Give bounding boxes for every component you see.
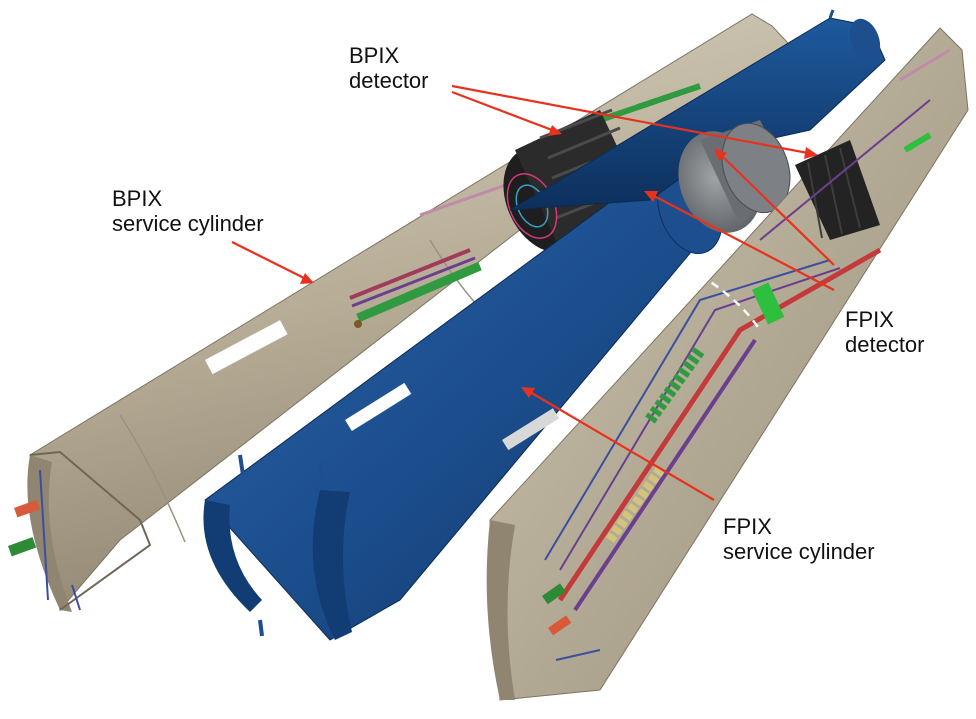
fpix-detector-label: FPIX detector	[845, 307, 925, 357]
bpix-service-cylinder-label-line2: service cylinder	[112, 211, 264, 236]
fpix-service-cylinder-label-line2: service cylinder	[723, 539, 875, 564]
fpix-detector-arrow-upper	[714, 148, 835, 266]
fpix-service-cylinder-arrow	[521, 387, 715, 501]
bpix-cable-bundle	[349, 83, 701, 328]
bpix-service-cylinder-label-line1: BPIX	[112, 186, 163, 211]
label-arrows	[231, 84, 835, 501]
fpix-detector-label-line1: FPIX	[845, 307, 894, 332]
fpix-end-connectors	[541, 583, 601, 661]
bpix-service-cylinder-arrow	[231, 241, 314, 284]
fpix-service-cylinder-label-line1: FPIX	[723, 514, 772, 539]
bpix-end-connectors	[7, 469, 81, 611]
bpix-detector-arrow-left	[451, 90, 562, 136]
fpix-service-cylinder-label: FPIX service cylinder	[723, 514, 875, 564]
bpix-detector-label-line2: detector	[349, 68, 429, 93]
fpix-cable-routing	[544, 48, 951, 612]
fpix-detector-label-line2: detector	[845, 332, 925, 357]
right-service-cylinder	[486, 27, 969, 701]
bpix-service-cylinder-label: BPIX service cylinder	[112, 186, 264, 236]
bpix-detector-arrow-right	[451, 84, 818, 159]
bpix-detector-label-line1: BPIX	[349, 43, 400, 68]
fpix-detector-arrow-lower	[644, 191, 835, 291]
bpix-detector-label: BPIX detector	[349, 43, 429, 93]
fpix-black-detector-ring	[795, 140, 880, 240]
fpix-service-cylinder-upper	[509, 9, 886, 211]
